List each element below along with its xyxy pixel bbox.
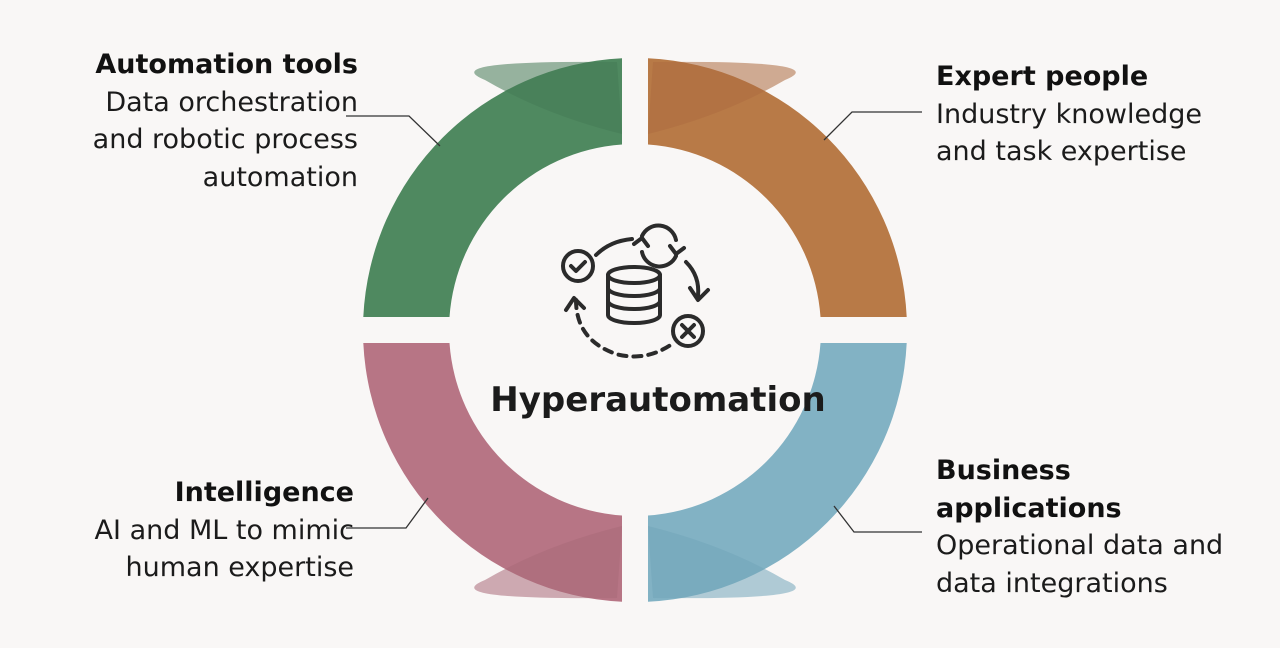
automation-tools-heading: Automation tools [95, 49, 358, 80]
business-applications-description: Operational data and data integrations [936, 530, 1224, 599]
automation-tools-connector [346, 115, 441, 147]
expert-people-label: Expert people Industry knowledge and tas… [936, 58, 1266, 171]
automation-tools-segment [363, 58, 622, 318]
intelligence-connector [346, 497, 429, 529]
business-applications-segment [648, 343, 907, 602]
intelligence-segment-shade [474, 526, 622, 599]
expert-people-description: Industry knowledge and task expertise [936, 98, 1202, 168]
business-applications-label: Business applications Operational data a… [936, 452, 1266, 602]
automation-tools-description: Data orchestration and robotic process a… [92, 86, 358, 193]
database-cycle-icon [561, 223, 710, 359]
business-applications-heading: Business applications [936, 455, 1122, 524]
business-applications-connector [833, 505, 922, 533]
intelligence-label: Intelligence AI and ML to mimic human ex… [40, 474, 354, 587]
intelligence-segment [363, 343, 622, 602]
expert-people-segment-shade [648, 61, 796, 134]
intelligence-heading: Intelligence [174, 477, 354, 508]
expert-people-connector [823, 111, 922, 141]
intelligence-description: AI and ML to mimic human expertise [94, 514, 354, 584]
expert-people-segment [648, 58, 907, 318]
automation-tools-label: Automation tools Data orchestration and … [40, 46, 358, 196]
business-applications-segment-shade [648, 526, 796, 599]
center-title: Hyperautomation [490, 380, 826, 420]
expert-people-heading: Expert people [936, 61, 1149, 92]
automation-tools-segment-shade [474, 61, 622, 134]
